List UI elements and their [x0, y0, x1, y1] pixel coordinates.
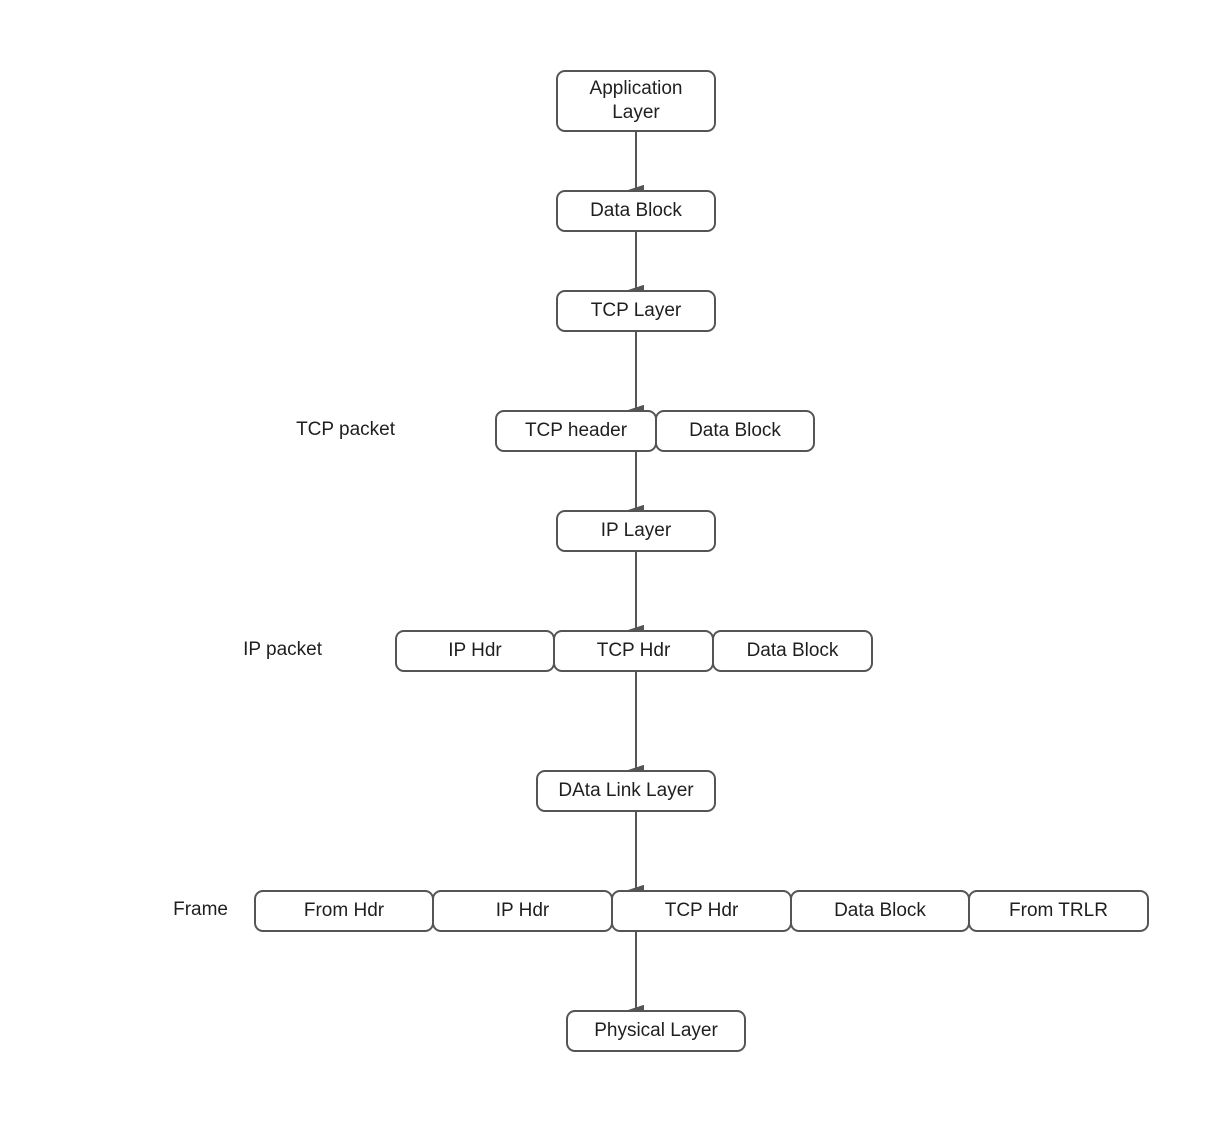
packet-cell-label: Data Block — [746, 640, 839, 661]
row-label-tcp-packet: TCP packet — [296, 419, 395, 440]
packet-cell-label: Data Block — [834, 900, 926, 921]
node-label: IP Layer — [600, 519, 672, 541]
packet-cell-ip-packet-ip-hdr[interactable]: IP Hdr — [395, 630, 555, 672]
packet-cell-tcp-packet-data-block[interactable]: Data Block — [655, 410, 815, 452]
node-physical-layer[interactable]: Physical Layer — [566, 1010, 746, 1052]
packet-cell-frame-tcp-hdr[interactable]: TCP Hdr — [611, 890, 792, 932]
packet-row-frame: From Hdr IP Hdr TCP Hdr Data Block From TRLR — [254, 890, 1149, 932]
packet-cell-label: From TRLR — [1009, 900, 1108, 921]
node-label: Physical Layer — [594, 1019, 718, 1041]
packet-cell-frame-from-hdr[interactable]: From Hdr — [254, 890, 434, 932]
packet-cell-ip-packet-tcp-hdr[interactable]: TCP Hdr — [553, 630, 714, 672]
node-application-layer[interactable]: Application Layer — [556, 70, 716, 132]
node-ip-layer[interactable]: IP Layer — [556, 510, 716, 552]
row-label-frame: Frame — [173, 899, 228, 920]
packet-cell-label: From Hdr — [303, 900, 385, 921]
node-label: TCP Layer — [590, 299, 682, 321]
packet-cell-label: Data Block — [689, 420, 781, 441]
packet-row-tcp-packet: TCP header Data Block — [495, 410, 815, 452]
packet-cell-frame-ip-hdr[interactable]: IP Hdr — [432, 890, 613, 932]
packet-cell-ip-packet-data-block[interactable]: Data Block — [712, 630, 873, 672]
node-label: Application Layer — [589, 77, 683, 123]
node-data-link-layer[interactable]: DAta Link Layer — [536, 770, 716, 812]
node-label: Data Block — [590, 199, 682, 221]
packet-cell-frame-data-block[interactable]: Data Block — [790, 890, 970, 932]
packet-cell-label: IP Hdr — [495, 900, 550, 921]
packet-cell-frame-from-trlr[interactable]: From TRLR — [968, 890, 1149, 932]
packet-row-ip-packet: IP Hdr TCP Hdr Data Block — [395, 630, 873, 672]
packet-cell-label: IP Hdr — [448, 640, 502, 661]
packet-cell-label: TCP Hdr — [596, 640, 671, 661]
node-tcp-layer[interactable]: TCP Layer — [556, 290, 716, 332]
row-label-ip-packet: IP packet — [243, 639, 322, 660]
packet-cell-tcp-packet-tcp-header[interactable]: TCP header — [495, 410, 657, 452]
node-data-block[interactable]: Data Block — [556, 190, 716, 232]
packet-cell-label: TCP Hdr — [664, 900, 739, 921]
node-label: DAta Link Layer — [558, 779, 694, 801]
packet-cell-label: TCP header — [524, 420, 628, 441]
